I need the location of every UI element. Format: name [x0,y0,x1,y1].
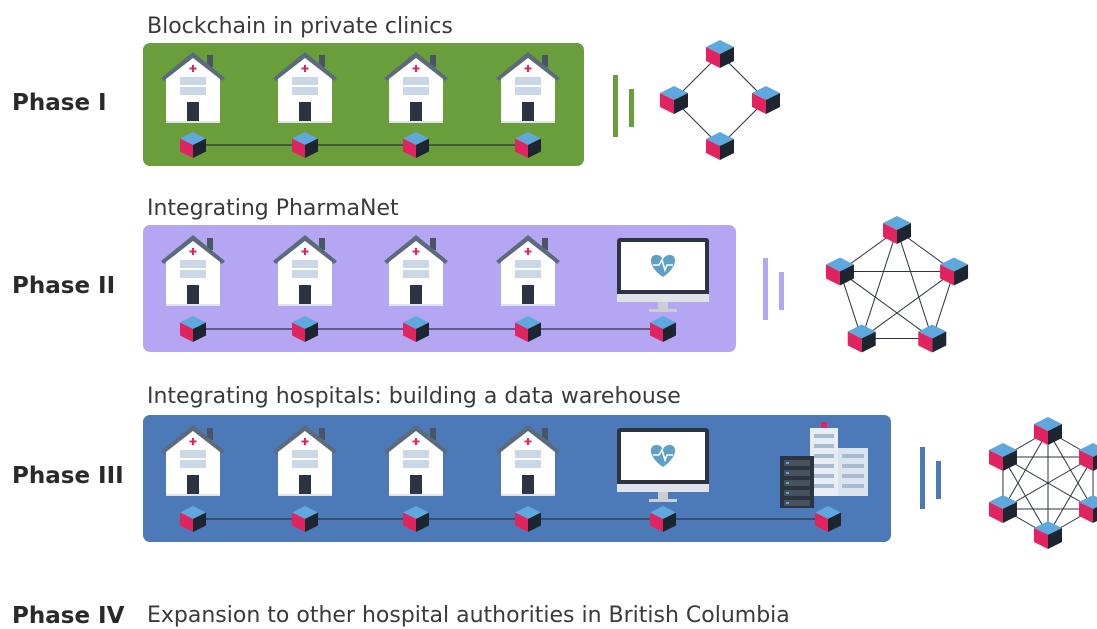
network-node-cube-icon [1079,495,1097,523]
phase-3-caption: Integrating hospitals: building a data w… [147,384,681,409]
clinic-house-icon [384,235,448,306]
block-cube-icon [180,132,206,158]
clinic-house-icon [161,425,225,496]
phase-2-caption: Integrating PharmaNet [147,196,399,221]
network-node-cube-icon [940,257,969,286]
clinic-house-icon [496,52,560,123]
clinic-house-icon [384,52,448,123]
clinic-house-icon [161,52,225,123]
equivalence-bars-icon [613,75,634,137]
network-node-cube-icon [883,216,911,244]
network-node-cube-icon [825,257,854,286]
clinic-house-icon [161,235,225,306]
phase-4-label: Phase IV [12,603,125,629]
clinic-house-icon [273,425,337,496]
equivalence-bars-icon [920,447,941,509]
pharmanet-monitor-icon [617,428,709,502]
block-cube-icon [292,506,318,532]
hospital-data-warehouse-icon [780,422,868,508]
network-node-cube-icon [847,324,876,353]
network-node-cube-icon [988,443,1017,471]
network-node-cube-icon [706,132,734,160]
network-node-cube-icon [1034,521,1062,549]
clinic-house-icon [273,52,337,123]
phase-4-caption: Expansion to other hospital authorities … [147,603,790,628]
phase-2-label: Phase II [12,273,116,299]
block-cube-icon [815,506,841,532]
clinic-house-icon [496,235,560,306]
block-cube-icon [515,132,541,158]
network-node-cube-icon [1034,417,1062,445]
network-node-cube-icon [918,324,947,353]
block-cube-icon [515,316,541,342]
clinic-house-icon [273,235,337,306]
clinic-house-icon [496,425,560,496]
equivalence-bars-icon [763,258,784,320]
network-node-cube-icon [660,86,688,114]
block-cube-icon [403,506,429,532]
clinic-house-icon [384,425,448,496]
block-cube-icon [292,316,318,342]
blockchain-network-graph [1002,430,1094,536]
network-node-cube-icon [706,40,734,68]
block-cube-icon [650,506,676,532]
block-cube-icon [650,316,676,342]
block-cube-icon [180,316,206,342]
network-node-cube-icon [988,495,1017,523]
phase-1-caption: Blockchain in private clinics [147,14,453,39]
network-node-cube-icon [752,86,780,114]
block-cube-icon [515,506,541,532]
phase-3-label: Phase III [12,463,124,489]
phase-1-label: Phase I [12,90,107,116]
block-cube-icon [180,506,206,532]
blockchain-network-graph [839,229,955,340]
block-cube-icon [403,316,429,342]
pharmanet-monitor-icon [617,238,709,312]
block-cube-icon [292,132,318,158]
block-cube-icon [403,132,429,158]
network-node-cube-icon [1079,443,1097,471]
